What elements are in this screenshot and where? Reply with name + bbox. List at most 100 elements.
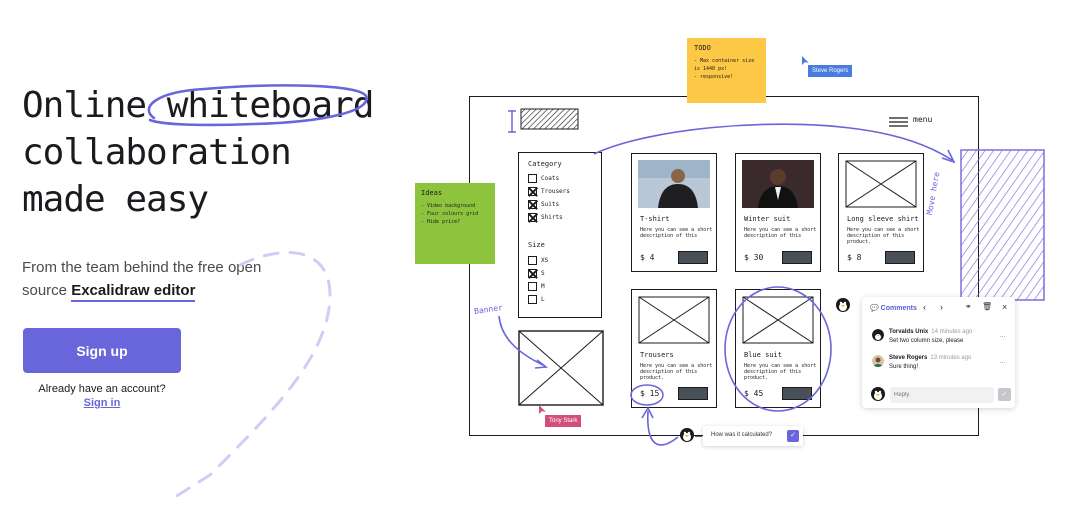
comment-text: Sure thing!: [889, 364, 919, 370]
buy-button[interactable]: [782, 251, 812, 264]
size-label: S: [541, 270, 545, 277]
checkbox-icon: [528, 295, 537, 304]
image-placeholder-icon: [638, 296, 710, 344]
todo-note-line: - Max container size: [694, 58, 755, 64]
link-icon[interactable]: ⚭: [965, 302, 972, 311]
buy-button[interactable]: [678, 387, 708, 400]
product-image-placeholder: [638, 296, 710, 344]
banner-placeholder-box: [518, 330, 604, 406]
product-card[interactable]: T-shirt Here you can see a short descrip…: [631, 153, 717, 272]
hero-subtitle: From the team behind the free open sourc…: [22, 256, 262, 302]
product-name: Winter suit: [744, 215, 791, 223]
checkbox-icon: [528, 174, 537, 183]
product-description: Here you can see a short description of …: [640, 363, 713, 381]
size-label: XS: [541, 257, 549, 264]
checkbox-icon: [528, 282, 537, 291]
comment-timestamp: 13 minutes ago: [930, 355, 972, 361]
trash-icon[interactable]: 🗑: [982, 302, 993, 311]
decorative-dashed-curve: [173, 251, 332, 499]
comment-bubble-icon: 💬: [870, 305, 879, 312]
chevron-left-icon[interactable]: ‹: [923, 302, 926, 312]
menu-icon[interactable]: [888, 116, 910, 128]
hero-title-highlight: whiteboard: [166, 85, 375, 126]
penguin-avatar-icon: [872, 329, 884, 341]
reply-input[interactable]: [890, 387, 994, 403]
question-bubble: How was it calculated? ✓: [703, 426, 803, 446]
menu-label: menu: [913, 115, 933, 124]
product-price: $ 4: [640, 253, 655, 262]
product-description: Here you can see a short description of …: [744, 363, 817, 381]
account-prompt: Already have an account?: [38, 383, 166, 395]
category-option[interactable]: Coats: [528, 174, 559, 183]
buy-button[interactable]: [885, 251, 915, 264]
sign-in-link[interactable]: Sign in: [83, 397, 121, 409]
ideas-note-line: - Four colours grid: [421, 211, 479, 217]
product-price: $ 45: [744, 389, 764, 398]
close-icon[interactable]: ×: [1002, 302, 1008, 312]
product-photo: [742, 160, 814, 208]
banner-arrow: [498, 315, 549, 369]
product-image-placeholder: [742, 296, 814, 344]
hero-subtitle-text: From the team behind the free open sourc…: [22, 259, 262, 299]
highlight-ellipse: [724, 286, 832, 412]
question-text: How was it calculated?: [711, 432, 773, 438]
more-options-icon[interactable]: …: [999, 358, 1006, 365]
size-option[interactable]: XS: [528, 256, 548, 265]
size-option[interactable]: L: [528, 295, 545, 304]
product-price: $ 8: [847, 253, 862, 262]
hero-title-line2: collaboration: [22, 132, 292, 173]
penguin-avatar-icon[interactable]: [679, 427, 703, 445]
comments-title: Comments: [880, 305, 917, 312]
person-photo-icon: [638, 160, 710, 208]
category-label: Shirts: [541, 214, 563, 221]
user-avatar-icon: [872, 355, 884, 367]
product-description: Here you can see a short description of …: [640, 227, 713, 239]
penguin-avatar-icon: [871, 387, 885, 401]
ideas-note-line: - Hide price?: [421, 219, 461, 225]
category-option[interactable]: Suits: [528, 200, 559, 209]
product-price: $ 30: [744, 253, 764, 262]
hero-title-line3: made easy: [22, 179, 209, 220]
highlight-scribble: [147, 84, 368, 127]
product-card[interactable]: Winter suit Here you can see a short des…: [735, 153, 821, 272]
product-price: $ 15: [640, 389, 660, 398]
size-label: M: [541, 283, 545, 290]
category-option[interactable]: Shirts: [528, 213, 563, 222]
product-description: Here you can see a short description of …: [744, 227, 817, 239]
sign-up-button[interactable]: Sign up: [23, 328, 181, 373]
more-options-icon[interactable]: …: [999, 332, 1006, 339]
price-circle: [630, 384, 664, 406]
excalidraw-editor-link[interactable]: Excalidraw editor: [71, 282, 196, 302]
send-check-icon[interactable]: ✓: [998, 388, 1011, 401]
product-card[interactable]: Long sleeve shirt Here you can see a sho…: [838, 153, 924, 272]
comments-header: 💬 Comments: [870, 304, 917, 312]
todo-note-line: - responsive!: [694, 74, 734, 80]
confirm-check-icon[interactable]: ✓: [787, 430, 799, 442]
size-option[interactable]: M: [528, 282, 545, 291]
buy-button[interactable]: [678, 251, 708, 264]
size-label: L: [541, 296, 545, 303]
product-description: Here you can see a short description of …: [847, 227, 920, 245]
hero-title: Online whiteboard collaboration made eas…: [22, 82, 402, 223]
image-placeholder-icon: [742, 296, 814, 344]
checked-checkbox-icon: [528, 213, 537, 222]
size-title: Size: [528, 241, 545, 249]
penguin-avatar-icon[interactable]: [835, 297, 851, 313]
size-option[interactable]: S: [528, 269, 545, 278]
filters-panel: Category Coats Trousers Suits Shirts Siz…: [518, 152, 602, 318]
product-card[interactable]: Trousers Here you can see a short descri…: [631, 289, 717, 408]
cursor-tag-steve: Steve Rogers: [808, 65, 853, 77]
category-option[interactable]: Trousers: [528, 187, 570, 196]
product-photo: [638, 160, 710, 208]
category-label: Coats: [541, 175, 560, 182]
product-card[interactable]: Blue suit Here you can see a short descr…: [735, 289, 821, 408]
buy-button[interactable]: [782, 387, 812, 400]
chevron-right-icon[interactable]: ›: [940, 302, 943, 312]
todo-sticky-note[interactable]: TODO - Max container size is 1440 px! - …: [687, 38, 766, 103]
ideas-sticky-note[interactable]: Ideas - Video background - Four colours …: [415, 183, 495, 264]
cursor-pointer-icon: [802, 56, 809, 65]
